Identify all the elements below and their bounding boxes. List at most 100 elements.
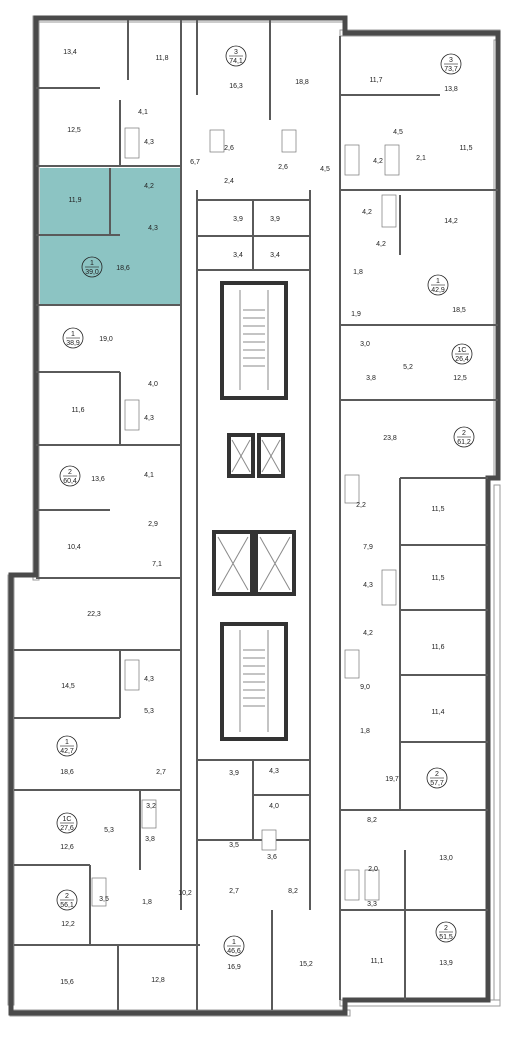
room-area: 4,5: [320, 166, 330, 173]
room-area: 2,9: [148, 521, 158, 528]
room-area: 2,7: [229, 888, 239, 895]
room-area: 3,5: [229, 842, 239, 849]
room-area: 15,6: [60, 979, 74, 986]
room-area: 15,2: [299, 961, 313, 968]
svg-text:3: 3: [234, 49, 238, 56]
svg-text:42,9: 42,9: [431, 287, 445, 294]
svg-text:38,9: 38,9: [66, 340, 80, 347]
apartment-badge[interactable]: 1С 27,6: [56, 812, 78, 834]
room-area: 11,8: [155, 55, 168, 62]
room-area: 11,9: [68, 197, 81, 204]
room-area: 11,6: [431, 644, 444, 651]
room-area: 11,5: [459, 145, 472, 152]
room-area: 3,6: [267, 854, 277, 861]
room-area: 10,4: [67, 544, 81, 551]
svg-text:42,7: 42,7: [60, 748, 74, 755]
svg-text:1: 1: [65, 739, 69, 746]
svg-text:1С: 1С: [63, 816, 72, 823]
room-area: 14,5: [61, 683, 75, 690]
room-area: 5,3: [104, 827, 114, 834]
room-area: 1,8: [360, 728, 370, 735]
room-area: 2,1: [416, 155, 426, 162]
apartment-badge[interactable]: 257,7: [426, 767, 448, 789]
room-area: 1,8: [142, 899, 152, 906]
room-area: 13,6: [91, 476, 105, 483]
room-area: 16,3: [229, 83, 243, 90]
room-area: 11,6: [71, 407, 84, 414]
svg-text:2: 2: [462, 430, 466, 437]
room-area: 3,2: [146, 803, 156, 810]
svg-text:74,1: 74,1: [229, 58, 243, 65]
room-area: 4,2: [376, 241, 386, 248]
room-area: 2,6: [278, 164, 288, 171]
interior-walls: [14, 20, 498, 1010]
room-area: 16,9: [227, 964, 241, 971]
room-area: 11,5: [431, 575, 444, 582]
apartment-badge[interactable]: 374,1: [225, 45, 247, 67]
room-area: 13,0: [439, 855, 453, 862]
apartment-badge[interactable]: 373,7: [440, 53, 462, 75]
svg-text:1: 1: [71, 331, 75, 338]
svg-text:51,5: 51,5: [439, 934, 453, 941]
svg-text:39,0: 39,0: [85, 269, 99, 276]
apartment-badge[interactable]: 261,2: [453, 426, 475, 448]
room-area: 11,7: [369, 77, 382, 84]
room-area: 13,8: [444, 86, 458, 93]
apartment-badge[interactable]: 260,4: [59, 465, 81, 487]
room-area: 11,1: [370, 958, 383, 965]
fixtures: [91, 127, 400, 907]
svg-text:73,7: 73,7: [444, 66, 458, 73]
room-area: 3,9: [270, 216, 280, 223]
room-area: 12,5: [67, 127, 81, 134]
apartment-badge[interactable]: 251,5: [435, 921, 457, 943]
room-area: 2,2: [356, 502, 366, 509]
room-area: 4,2: [362, 209, 372, 216]
apartment-badge[interactable]: 256,1: [56, 889, 78, 911]
room-area: 4,3: [269, 768, 279, 775]
svg-text:1С: 1С: [458, 347, 467, 354]
room-area: 13,4: [63, 49, 77, 56]
room-area: 1,9: [351, 311, 361, 318]
svg-text:1: 1: [90, 260, 94, 267]
outer-wall: [8, 15, 501, 1016]
room-area: 8,2: [288, 888, 298, 895]
room-area: 11,4: [431, 709, 444, 716]
apartment-badge[interactable]: 1С 26,4: [451, 343, 473, 365]
apartment-badge[interactable]: 142,9: [427, 274, 449, 296]
svg-text:1: 1: [436, 278, 440, 285]
room-area: 11,5: [431, 506, 444, 513]
room-area: 3,3: [367, 901, 377, 908]
room-area: 4,2: [144, 183, 154, 190]
room-area: 18,6: [60, 769, 74, 776]
svg-text:27,6: 27,6: [60, 825, 74, 832]
apartment-badge-selected[interactable]: 139,0: [81, 256, 103, 278]
apartment-badge[interactable]: 138,9: [62, 327, 84, 349]
room-area: 18,5: [452, 307, 466, 314]
apartment-badge[interactable]: 142,7: [56, 735, 78, 757]
room-area: 3,4: [233, 252, 243, 259]
room-area: 22,3: [87, 611, 101, 618]
room-area: 4,0: [269, 803, 279, 810]
room-area: 12,8: [151, 977, 165, 984]
svg-text:1: 1: [232, 939, 236, 946]
room-area: 4,2: [373, 158, 383, 165]
room-area: 3,5: [99, 896, 109, 903]
svg-text:2: 2: [68, 469, 72, 476]
svg-text:26,4: 26,4: [455, 356, 469, 363]
room-labels: 13,4 11,8 16,3 18,8 11,7 13,8 4,1 12,5 4…: [60, 49, 472, 986]
room-area: 12,5: [453, 375, 467, 382]
room-area: 5,3: [144, 708, 154, 715]
room-area: 3,4: [270, 252, 280, 259]
room-area: 7,9: [363, 544, 373, 551]
room-area: 7,1: [152, 561, 162, 568]
room-area: 4,3: [144, 676, 154, 683]
apartment-badge[interactable]: 146,6: [223, 935, 245, 957]
room-area: 4,1: [144, 472, 154, 479]
room-area: 2,0: [368, 866, 378, 873]
room-area: 4,0: [148, 381, 158, 388]
room-area: 18,8: [295, 79, 309, 86]
room-area: 14,2: [444, 218, 458, 225]
room-area: 4,5: [393, 129, 403, 136]
svg-text:61,2: 61,2: [457, 439, 471, 446]
